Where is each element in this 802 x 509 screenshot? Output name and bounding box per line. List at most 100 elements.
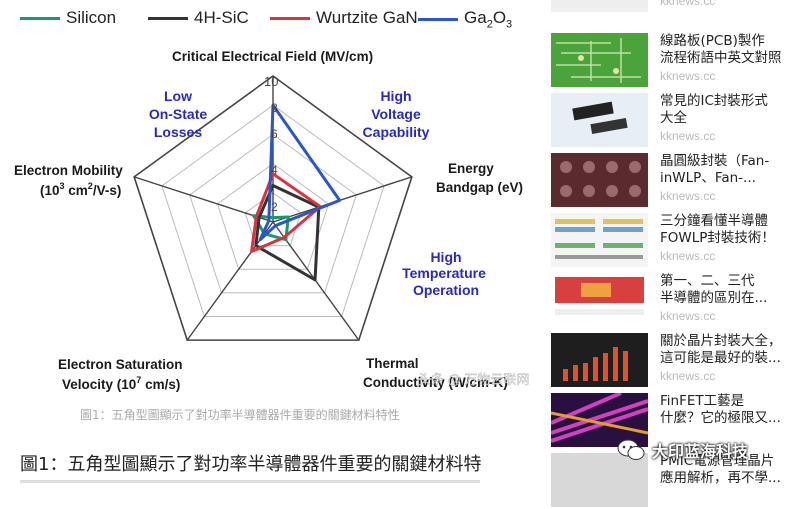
- radar-series: [250, 103, 342, 282]
- caption-next-line: [20, 477, 480, 484]
- legend-label: Ga2O3: [464, 8, 513, 31]
- article-source: kknews.cc: [660, 189, 716, 203]
- chart-legend: Silicon 4H-SiC Wurtzite GaN Ga2O3: [20, 6, 540, 32]
- related-article[interactable]: 晶圓級封裝（Fan-inWLP、Fan-... kknews.cc: [551, 153, 799, 209]
- related-article[interactable]: 常見的IC封裝形式大全 kknews.cc: [551, 93, 799, 149]
- annotation-high-temperature: High: [430, 249, 461, 265]
- legend-item-silicon: Silicon: [20, 8, 116, 28]
- axis-labels: Critical Electrical Field (MV/cm) Energy…: [14, 49, 523, 392]
- article-title: PMIC電源管理晶片應用解析，再不學...: [660, 453, 781, 486]
- axis-label-bandgap: Energy: [448, 161, 494, 176]
- grid-ring: [244, 192, 302, 247]
- annotation-high-voltage: High: [380, 88, 411, 104]
- article-main: Silicon 4H-SiC Wurtzite GaN Ga2O3 2 4 6 …: [14, 6, 540, 484]
- grid-ring: [161, 104, 385, 317]
- grid-ring: [216, 162, 330, 270]
- legend-swatch: [270, 16, 310, 20]
- pcb-image: [551, 33, 648, 87]
- article-title: 第一、二、三代半導體的區別在...: [660, 273, 768, 306]
- semiconductor-chart-image: [551, 273, 648, 327]
- related-article[interactable]: 第一、二、三代半導體的區別在... kknews.cc: [551, 273, 799, 329]
- annotation-high-temperature: Operation: [413, 282, 479, 298]
- figure-caption-small: 圖1：五角型圖顯示了對功率半導體器件重要的關鍵材料特性: [80, 408, 400, 422]
- related-article[interactable]: FinFET工藝是什麼？它的極限又...: [551, 393, 799, 449]
- tick-label: 2: [271, 200, 278, 214]
- annotation-high-voltage: Voltage: [371, 106, 421, 122]
- article-thumbnail: [551, 213, 648, 267]
- axis-label-mobility: Electron Mobility: [14, 163, 123, 178]
- legend-item-ga2o3: Ga2O3: [418, 8, 512, 30]
- finfet-image: [551, 393, 648, 447]
- annotation-low-losses: Losses: [154, 124, 202, 140]
- article-title: 關於晶片封裝大全，這可能是最好的裝...: [660, 333, 782, 366]
- radar-grid: [133, 75, 413, 341]
- article-thumbnail: [551, 333, 648, 387]
- related-articles-sidebar: kknews.cc 線路板(PCB)製作流程術語中英文對照 kknews.cc …: [545, 0, 802, 507]
- tick-label: 6: [271, 127, 278, 141]
- article-thumbnail: [551, 153, 648, 207]
- article-thumbnail: [551, 273, 648, 327]
- article-source: kknews.cc: [660, 249, 716, 263]
- legend-swatch: [20, 16, 60, 20]
- article-source: kknews.cc: [660, 129, 716, 143]
- article-thumbnail: [551, 393, 648, 447]
- axis-spoke: [186, 221, 274, 341]
- article-source: kknews.cc: [660, 369, 716, 383]
- wechat-watermark: 大印蓝海科技: [616, 437, 748, 463]
- tick-label: 10: [264, 74, 278, 89]
- wechat-icon: [617, 439, 645, 460]
- legend-label: Silicon: [66, 8, 117, 27]
- article-source: kknews.cc: [660, 309, 716, 323]
- article-title: 常見的IC封裝形式大全: [660, 93, 768, 126]
- bar-chart-image: [551, 333, 648, 387]
- figure-caption: 圖1：五角型圖顯示了對功率半導體器件重要的關鍵材料特: [20, 454, 482, 475]
- axis-label-saturation: Electron Saturation: [58, 357, 183, 372]
- article-thumbnail: [551, 0, 648, 12]
- axis-label-thermal: Thermal: [366, 356, 419, 371]
- annotation-low-losses: On-State: [149, 106, 208, 122]
- wafer-image: [551, 153, 648, 207]
- article-source: kknews.cc: [660, 0, 716, 8]
- annotation-low-losses: Low: [164, 88, 192, 104]
- axis-spoke: [133, 176, 274, 223]
- series-4h-sic: [254, 184, 321, 282]
- tick-label: 8: [271, 101, 278, 115]
- grid-ring: [189, 133, 357, 294]
- axis-label-mobility: (103 cm2/V-s): [40, 181, 121, 198]
- grid-ring: [133, 75, 413, 341]
- image-watermark-text: 头条 @ 万物云联网: [418, 372, 529, 387]
- series-ga2o3: [258, 103, 342, 242]
- related-article[interactable]: kknews.cc: [551, 0, 799, 14]
- related-article[interactable]: 關於晶片封裝大全，這可能是最好的裝... kknews.cc: [551, 333, 799, 389]
- article-title: 線路板(PCB)製作流程術語中英文對照: [660, 33, 782, 66]
- series-wurtzite-gan: [250, 172, 322, 254]
- legend-item-4h-sic: 4H-SiC: [148, 8, 249, 28]
- legend-label: 4H-SiC: [194, 8, 249, 27]
- article-thumbnail: [551, 33, 648, 87]
- tick-label: 4: [271, 163, 278, 177]
- legend-item-gan: Wurtzite GaN: [270, 8, 418, 28]
- fowlp-diagram-image: [551, 213, 648, 267]
- axis-label-bandgap: Bandgap (eV): [436, 180, 523, 195]
- article-source: kknews.cc: [660, 69, 716, 83]
- legend-swatch: [418, 17, 458, 21]
- legend-swatch: [148, 16, 188, 20]
- article-title: 晶圓級封裝（Fan-inWLP、Fan-...: [660, 153, 770, 186]
- axis-label-critical-field: Critical Electrical Field (MV/cm): [172, 49, 373, 64]
- legend-label: Wurtzite GaN: [316, 8, 418, 27]
- article-title: FinFET工藝是什麼？它的極限又...: [660, 393, 781, 426]
- article-thumbnail: [551, 93, 648, 147]
- annotations: Low On-State Losses High Voltage Capabil…: [149, 88, 486, 298]
- axis-label-saturation: Velocity (107 cm/s): [62, 375, 180, 392]
- radar-chart: 2 4 6 8 10 Critical Electrical Field (MV…: [14, 49, 530, 392]
- axis-spoke: [272, 176, 413, 223]
- related-article[interactable]: 線路板(PCB)製作流程術語中英文對照 kknews.cc: [551, 33, 799, 89]
- watermark-text: 大印蓝海科技: [652, 442, 749, 461]
- annotation-high-voltage: Capability: [363, 124, 430, 140]
- tick-labels: 2 4 6 8 10: [264, 74, 278, 214]
- axis-label-thermal: Conductivity (W/cm-K): [363, 375, 508, 390]
- annotation-high-temperature: Temperature: [402, 265, 486, 281]
- ic-package-image: [551, 93, 648, 147]
